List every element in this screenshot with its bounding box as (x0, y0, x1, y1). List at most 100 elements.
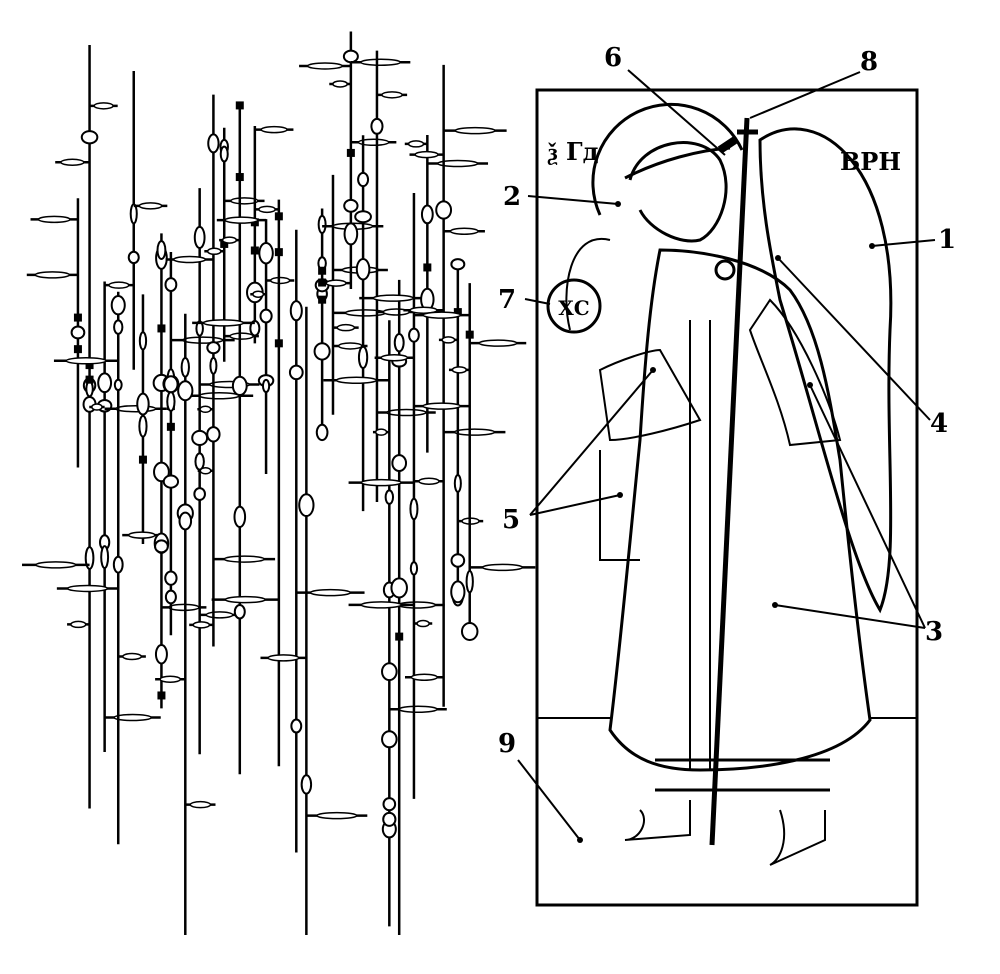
pattern-bead (290, 718, 303, 734)
pattern-oval (381, 91, 403, 99)
pattern-oval (128, 531, 156, 539)
pattern-bead (164, 589, 177, 605)
pattern-bead (317, 214, 327, 234)
pattern-oval (260, 125, 288, 134)
leader-lines (517, 69, 936, 843)
foot-right (769, 809, 826, 866)
pattern-oval (198, 391, 240, 400)
pattern-bead (138, 331, 148, 351)
pattern-bead (298, 493, 315, 518)
pattern-bead (382, 797, 397, 812)
callout-4: 4 (930, 409, 948, 439)
pattern-bead (127, 250, 140, 265)
pattern-bead (381, 730, 398, 749)
pattern-oval (159, 675, 182, 683)
pattern-oval (335, 376, 378, 385)
pattern-bead (164, 277, 178, 293)
pattern-oval (199, 405, 212, 413)
pattern-bead (206, 426, 221, 443)
pattern-oval (380, 354, 409, 362)
pattern-oval (91, 403, 103, 411)
pattern-bead (409, 497, 419, 521)
pattern-oval (306, 62, 343, 70)
pattern-bead (450, 553, 466, 568)
pattern-bead (209, 356, 218, 375)
pattern-oval (172, 255, 207, 264)
pattern-oval (114, 404, 157, 413)
pattern-bead (154, 539, 169, 554)
callout-7: 7 (498, 285, 516, 315)
pattern-oval (337, 342, 363, 350)
pattern-bead (193, 225, 206, 249)
pattern-bead (288, 364, 304, 381)
pattern-square (346, 148, 355, 157)
pattern-oval (410, 673, 438, 682)
pattern-oval (199, 467, 212, 475)
pattern-bead (390, 577, 408, 599)
pattern-bead (391, 454, 408, 473)
inscription-right: ВРН (840, 147, 901, 176)
pattern-bead (357, 345, 369, 370)
pattern-bead (113, 319, 124, 335)
wing-left (565, 237, 640, 561)
pattern-square (395, 632, 404, 641)
pattern-bead (460, 622, 479, 641)
pattern-oval (418, 477, 440, 486)
pattern-oval (34, 271, 71, 279)
pattern-bead (249, 319, 261, 337)
pattern-square (465, 330, 474, 339)
pattern-bead (191, 429, 209, 447)
pattern-bead (453, 473, 462, 493)
pattern-bead (409, 561, 419, 576)
pattern-oval (192, 621, 211, 629)
pattern-oval (258, 205, 276, 214)
pattern-bead (393, 332, 405, 353)
pattern-bead (435, 200, 453, 220)
diadem-ribbon (717, 136, 738, 154)
pattern-bead (112, 555, 124, 574)
pattern-bead (180, 356, 190, 378)
pattern-bead (408, 327, 420, 343)
pattern-bead (420, 204, 434, 225)
pattern-bead (85, 380, 94, 398)
pattern-square (423, 263, 432, 272)
pattern-oval (454, 126, 496, 135)
pattern-oval (60, 158, 85, 167)
pattern-oval (108, 281, 130, 289)
pattern-bead (450, 258, 466, 271)
pattern-oval (202, 319, 245, 327)
medallion-text: ХС (558, 296, 589, 320)
pattern-bead (207, 133, 220, 154)
pattern-oval (37, 215, 71, 224)
pattern-oval (66, 584, 109, 593)
pattern-oval (449, 227, 479, 236)
pattern-oval (422, 402, 462, 410)
pattern-oval (357, 138, 390, 147)
pattern-oval (360, 601, 403, 609)
pattern-bead (84, 546, 95, 570)
pattern-bead (342, 49, 359, 64)
pattern-bead (80, 130, 99, 145)
medallion (546, 278, 602, 334)
pattern-oval (386, 408, 427, 417)
pattern-bead (300, 774, 313, 795)
pattern-bead (162, 474, 180, 489)
pattern-oval (122, 652, 143, 661)
pattern-oval (270, 276, 291, 285)
pattern-oval (224, 595, 267, 604)
callout-1: 1 (938, 225, 956, 255)
pattern-square (318, 266, 327, 275)
pattern-bead (465, 570, 474, 594)
pattern-bead (233, 505, 247, 529)
pattern-oval (398, 705, 438, 713)
pattern-bead (97, 372, 113, 394)
pattern-bead (343, 222, 359, 246)
pattern-square (166, 422, 175, 431)
pattern-oval (441, 336, 456, 344)
right-sleeve (748, 298, 842, 447)
pattern-oval (382, 308, 410, 316)
pattern-oval (360, 58, 402, 67)
pattern-square (318, 295, 327, 304)
pattern-square (274, 339, 283, 348)
